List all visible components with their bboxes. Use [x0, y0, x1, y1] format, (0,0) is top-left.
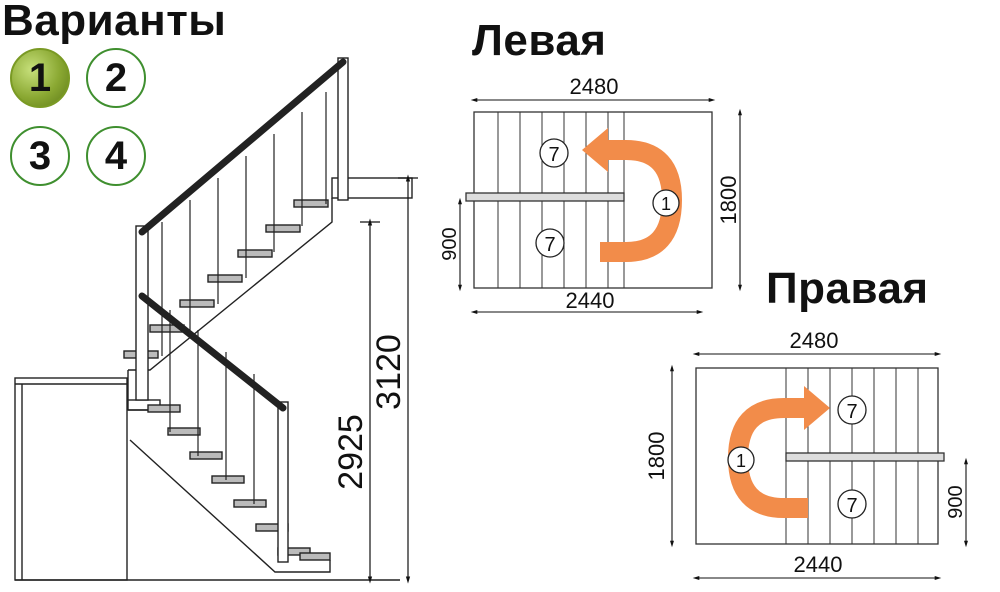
right-variant-title: Правая	[766, 264, 929, 313]
side-dim-2925: 2925	[332, 414, 370, 490]
left-step-count-upper: 7	[539, 138, 569, 168]
right-step-count-lower: 7	[837, 489, 867, 519]
variant-4-label: 4	[104, 133, 128, 178]
side-dimensions	[360, 174, 418, 584]
left-variant-title: Левая	[472, 16, 607, 65]
svg-text:7: 7	[846, 401, 857, 423]
variant-2-button[interactable]: 2	[86, 48, 146, 108]
side-dim-3120: 3120	[370, 334, 408, 410]
upper-handrail	[138, 58, 347, 236]
left-bottom-width: 2440	[566, 288, 615, 313]
variant-4-button[interactable]: 4	[86, 126, 146, 186]
left-plan	[465, 111, 713, 289]
variant-1-button[interactable]: 1	[10, 48, 70, 108]
right-step-count-upper: 7	[837, 395, 867, 425]
variant-2-label: 2	[104, 55, 128, 100]
right-landing-steps: 1	[727, 446, 755, 474]
right-plan	[695, 367, 945, 545]
variants-title: Варианты	[2, 0, 227, 45]
svg-text:7: 7	[544, 234, 555, 256]
left-top-width: 2480	[570, 74, 619, 99]
left-landing: 900	[439, 227, 461, 260]
left-arrowhead	[582, 128, 608, 172]
right-plan-dimensions	[670, 352, 968, 580]
left-depth: 1800	[716, 176, 741, 225]
lower-handrail	[138, 292, 287, 412]
svg-text:7: 7	[548, 144, 559, 166]
right-top-width: 2480	[790, 328, 839, 353]
left-plan-dimensions	[458, 98, 742, 314]
left-landing-steps: 1	[652, 189, 680, 217]
svg-text:1: 1	[736, 451, 746, 471]
left-step-count-lower: 7	[535, 228, 565, 258]
right-arrowhead	[804, 386, 830, 430]
right-landing: 900	[945, 485, 967, 518]
svg-text:1: 1	[661, 194, 671, 214]
right-depth: 1800	[644, 432, 669, 481]
variant-3-label: 3	[28, 133, 52, 178]
svg-text:7: 7	[846, 495, 857, 517]
variant-3-button[interactable]: 3	[10, 126, 70, 186]
variant-1-label: 1	[28, 55, 52, 100]
right-bottom-width: 2440	[794, 552, 843, 577]
side-view	[14, 57, 413, 581]
